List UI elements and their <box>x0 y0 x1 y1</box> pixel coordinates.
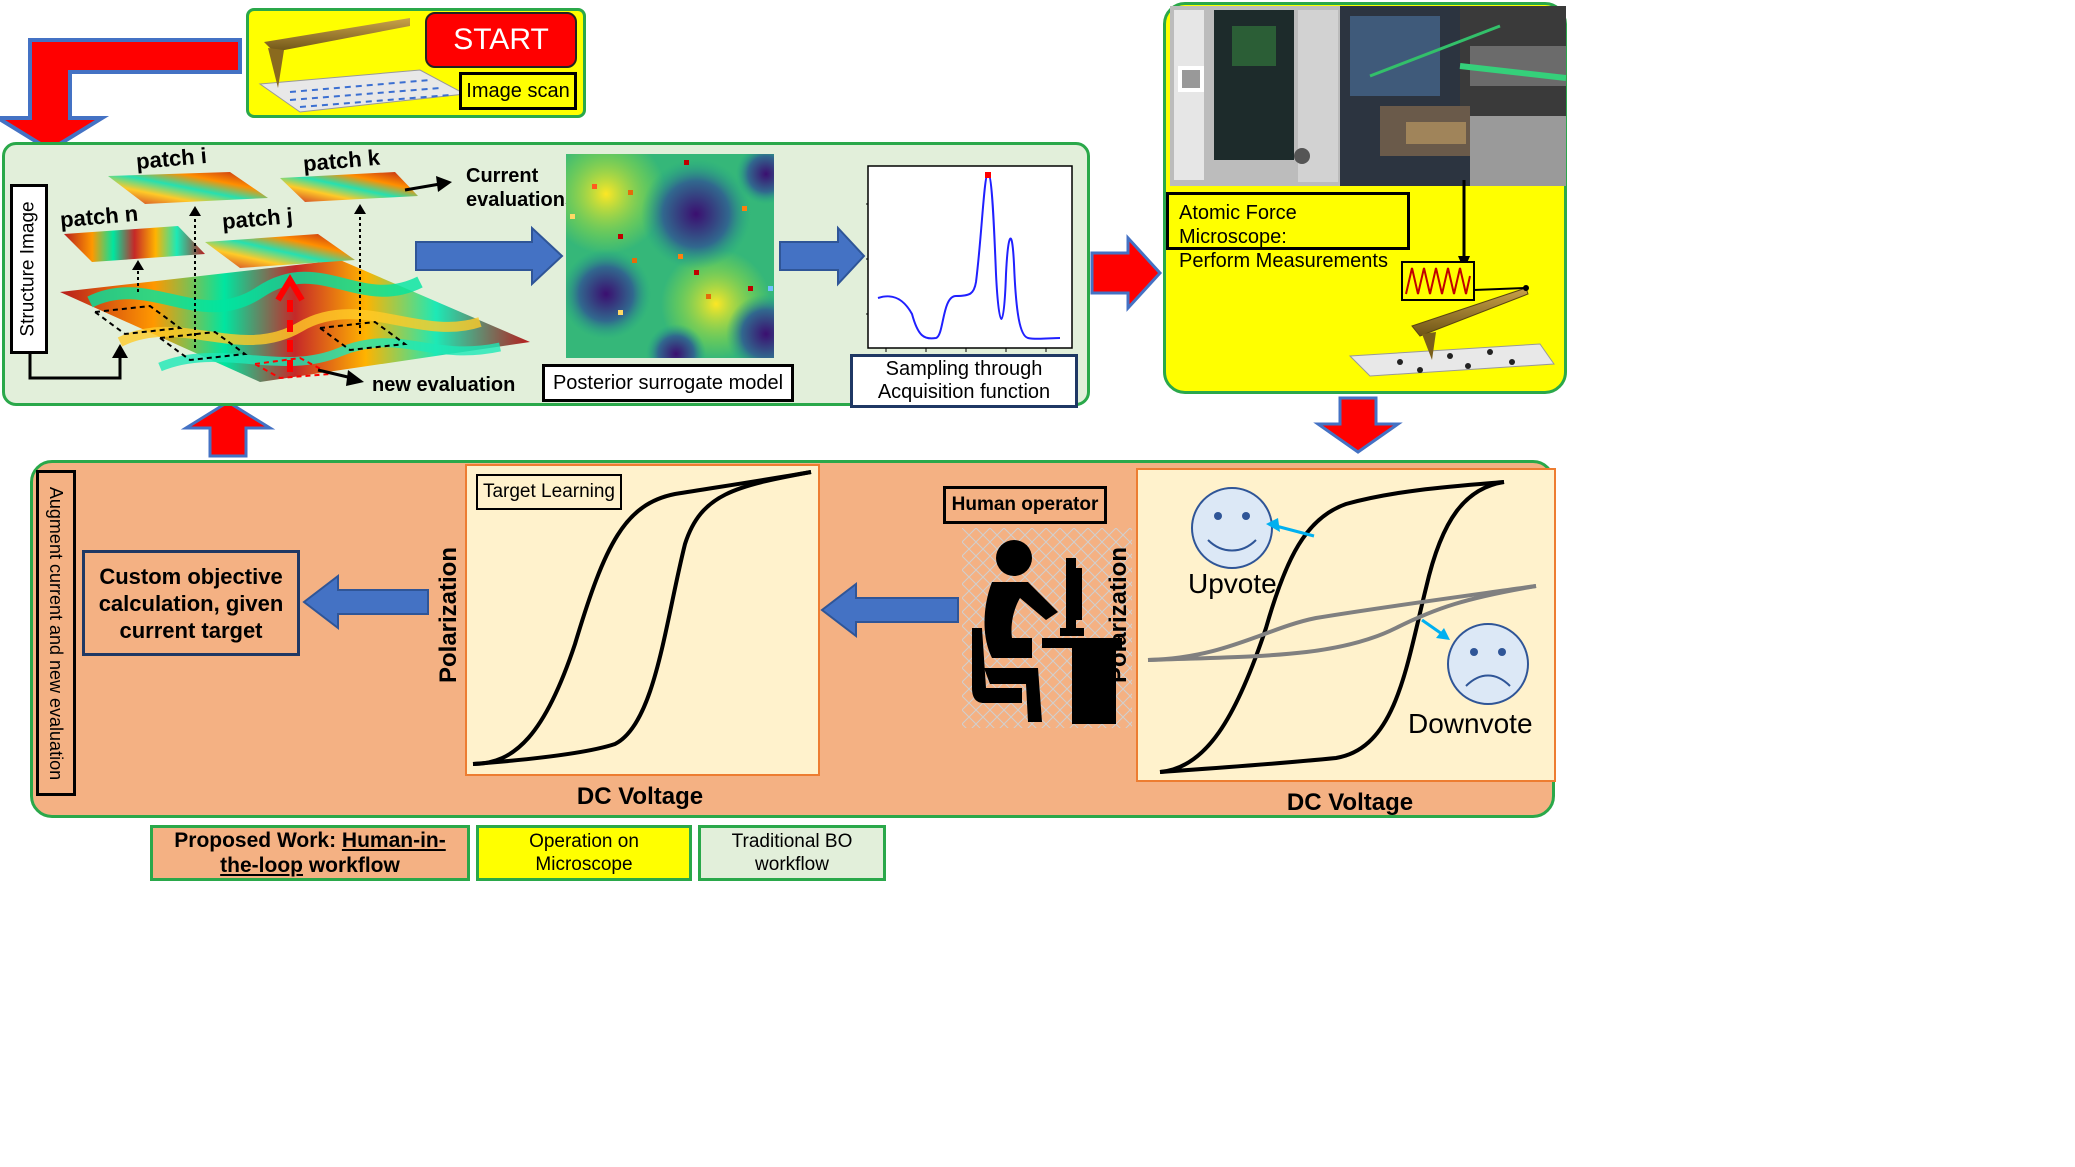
augment-label-box: Augment current and new evaluation <box>36 470 76 796</box>
microscope-label: Atomic Force Microscope: Perform Measure… <box>1166 192 1410 272</box>
current-evaluations-label: Current evaluations <box>466 165 577 211</box>
blue-arrow-to-posterior <box>415 225 564 287</box>
structure-heatmap <box>60 260 530 382</box>
blue-arrow-to-acquisition <box>779 225 866 287</box>
patch-j-tile <box>205 234 355 268</box>
afm-instrument-photo <box>1170 6 1566 186</box>
polarization-axis-left: Polarization <box>435 546 462 684</box>
polarization-axis-right: Polarization <box>1105 546 1132 684</box>
structure-image-label: Structure Image <box>10 184 48 354</box>
red-flow-arrow-microscope-to-hitl <box>1313 396 1403 454</box>
red-flow-arrow-start-to-bo <box>0 38 242 153</box>
legend-traditional-bo: Traditional BO workflow <box>698 825 886 881</box>
measured-hysteresis-loops <box>1147 480 1537 774</box>
red-flow-arrow-bo-to-microscope <box>1090 234 1163 312</box>
new-evaluation-label: new evaluation <box>372 374 516 396</box>
target-learning-plot <box>465 464 820 776</box>
human-operator-label: Human operator <box>943 486 1107 524</box>
patch-i-tile <box>108 172 268 204</box>
downvote-label: Downvote <box>1408 708 1533 739</box>
target-learning-label: Target Learning <box>476 474 622 510</box>
posterior-surrogate-label: Posterior surrogate model <box>542 364 794 402</box>
bo-panel-graphics <box>28 172 866 386</box>
patch-k-tile <box>280 172 418 202</box>
dc-voltage-axis-left: DC Voltage <box>576 783 704 810</box>
upvote-smiley-icon <box>1191 487 1273 569</box>
image-scan-label: Image scan <box>459 72 577 110</box>
downvote-frowny-icon <box>1447 623 1529 705</box>
acquisition-function-label: Sampling through Acquisition function <box>850 354 1078 408</box>
upvote-label: Upvote <box>1188 568 1277 599</box>
legend-operation-on-microscope: Operation on Microscope <box>476 825 692 881</box>
target-hysteresis-loop <box>472 470 812 766</box>
start-button[interactable]: START <box>425 12 577 68</box>
blue-arrow-to-target <box>820 581 959 639</box>
blue-arrow-to-objective <box>302 573 429 631</box>
patch-n-tile <box>64 226 205 262</box>
human-operator-icon <box>962 528 1132 728</box>
custom-objective-box: Custom objective calculation, given curr… <box>82 550 300 656</box>
red-flow-arrow-hitl-to-bo <box>180 400 276 458</box>
legend-proposed-work: Proposed Work: Human-in- the-loop workfl… <box>150 825 470 881</box>
acquisition-function-plot <box>866 165 1073 352</box>
afm-cantilever-scan-illustration <box>258 18 467 113</box>
afm-measurement-illustration <box>1348 180 1555 377</box>
posterior-surrogate-heatmap <box>566 154 774 358</box>
dc-voltage-axis-right: DC Voltage <box>1286 789 1414 816</box>
